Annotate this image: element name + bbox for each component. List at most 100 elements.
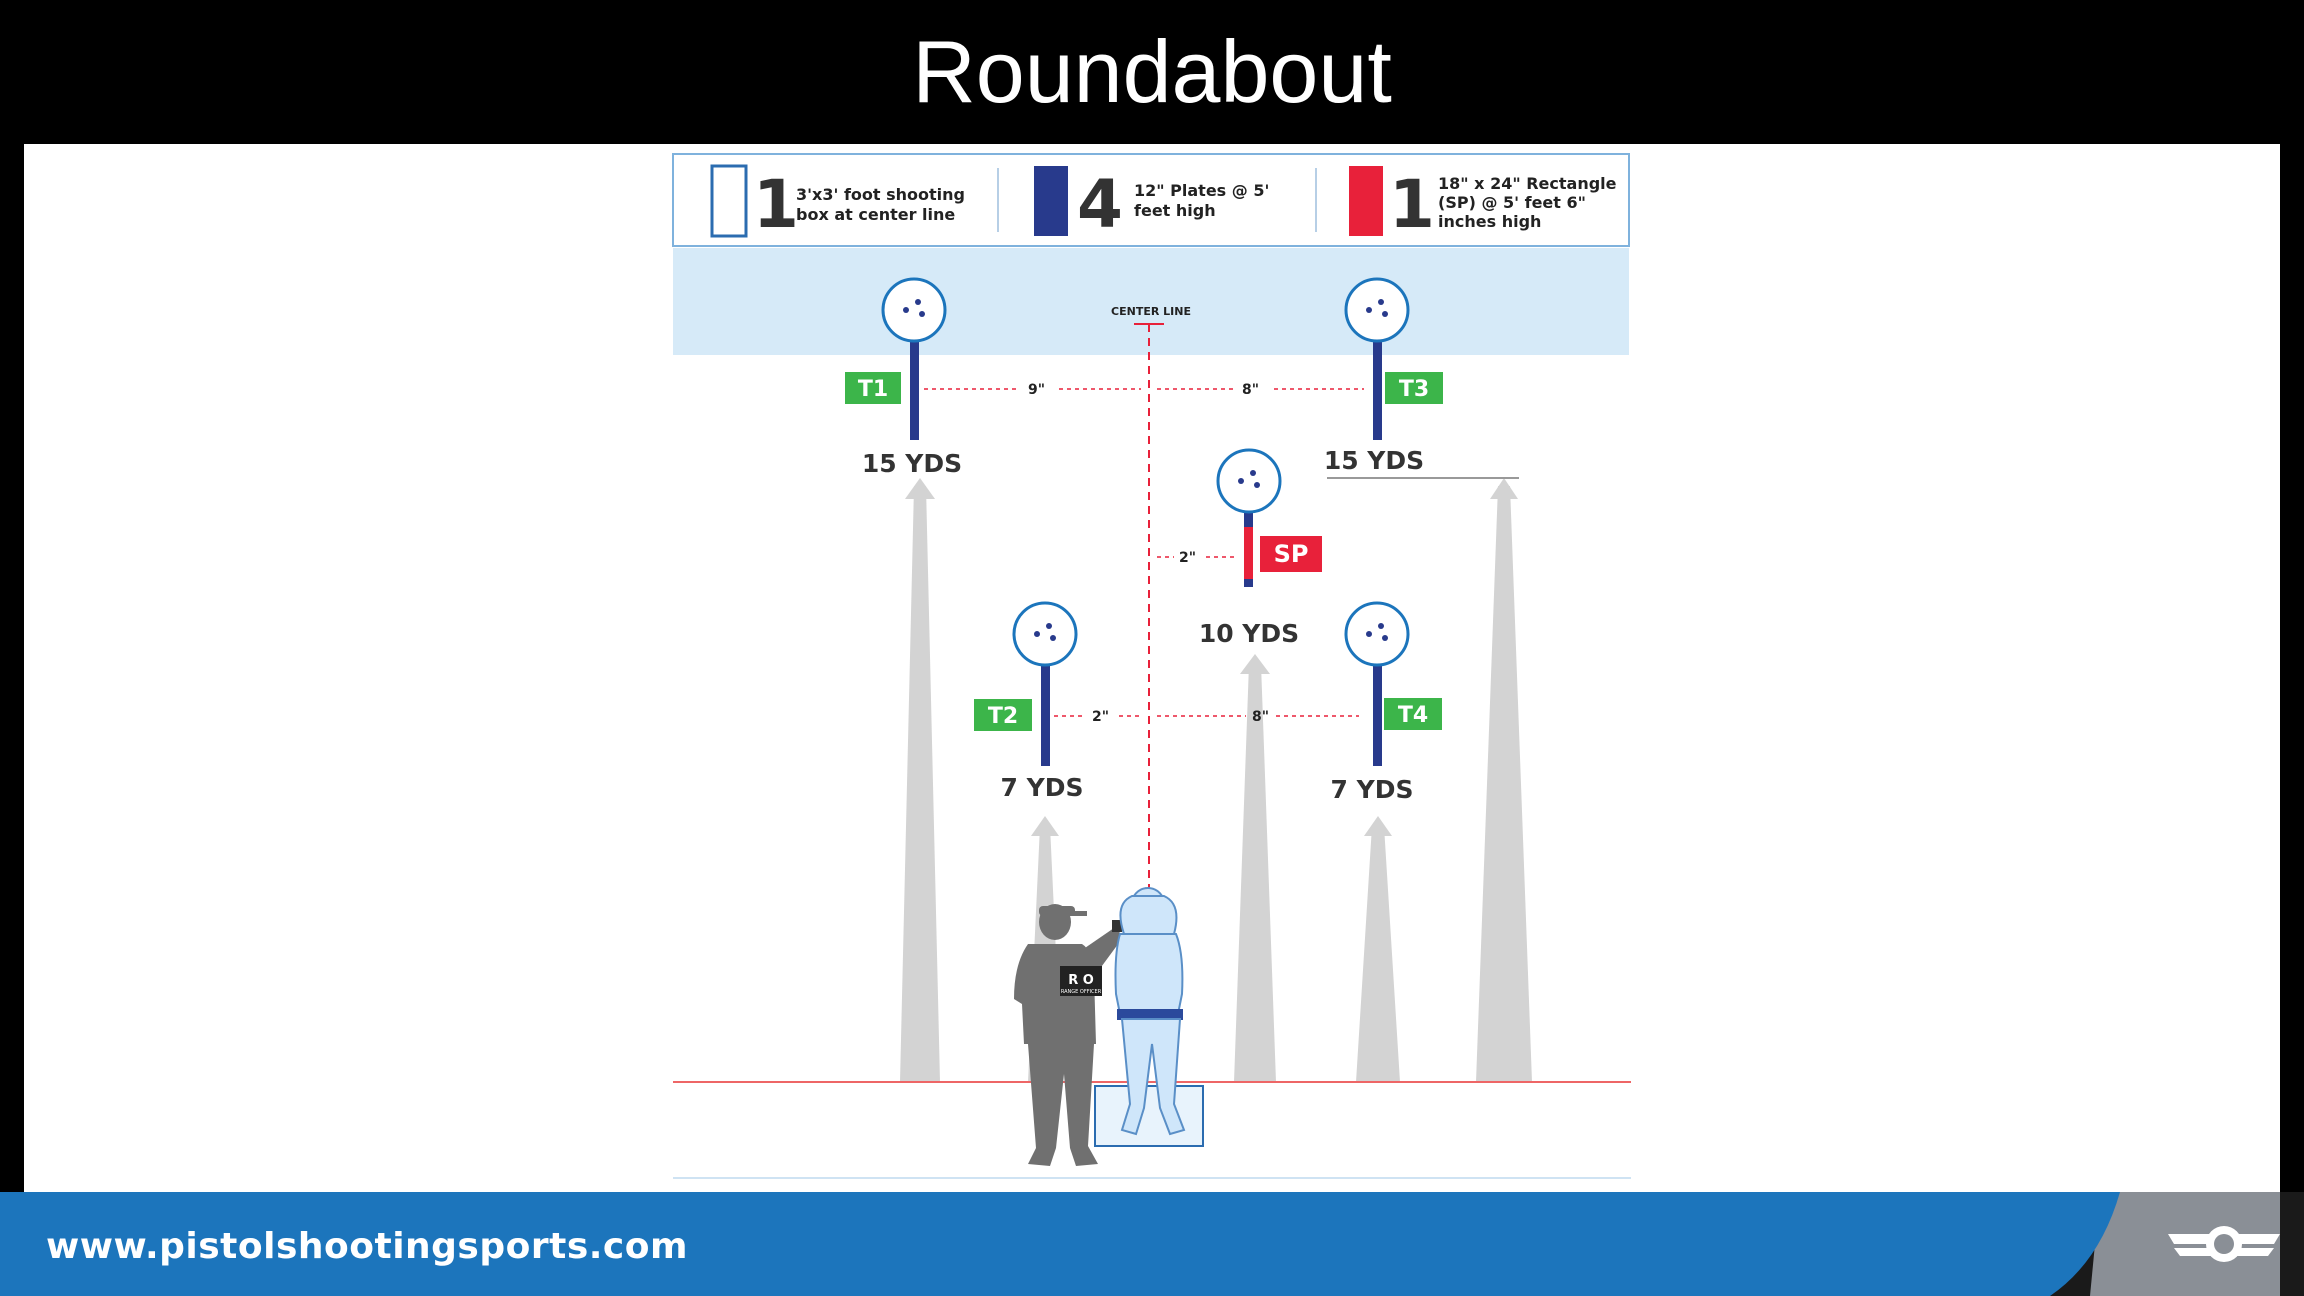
target-tag-label: T4 bbox=[1398, 703, 1428, 728]
arrow-t4-head bbox=[1364, 816, 1392, 836]
legend-count: 1 bbox=[1389, 166, 1435, 243]
legend-text: (SP) @ 5' feet 6" bbox=[1438, 193, 1586, 212]
plate-post bbox=[1373, 340, 1382, 440]
target-tag bbox=[974, 699, 1032, 731]
arrow-t4 bbox=[1356, 826, 1400, 1082]
plate-dot bbox=[919, 311, 925, 317]
arrow-right-head bbox=[1490, 478, 1518, 499]
target-tag-label: SP bbox=[1274, 540, 1309, 568]
sp-rectangle bbox=[1244, 527, 1253, 579]
ro-cap-brim bbox=[1069, 911, 1087, 916]
ro-badge-subtext: RANGE OFFICER bbox=[1061, 989, 1102, 995]
target-t3: T3 15 YDS bbox=[1324, 277, 1519, 479]
ro-badge-bg bbox=[1060, 966, 1102, 996]
plate-swatch bbox=[1034, 166, 1068, 236]
direction-arrows bbox=[900, 478, 1532, 1082]
center-line-label: CENTER LINE bbox=[1111, 305, 1191, 318]
rectangle-post-top bbox=[1244, 507, 1253, 527]
target-t1: T1 15 YDS bbox=[845, 277, 962, 478]
legend-count: 4 bbox=[1077, 166, 1123, 243]
spacing-label: 9" bbox=[1028, 382, 1045, 398]
legend-text: feet high bbox=[1134, 201, 1216, 220]
legend-text: 3'x3' foot shooting bbox=[796, 185, 965, 204]
footer-band bbox=[0, 1192, 2304, 1296]
steel-plate bbox=[1216, 448, 1282, 514]
rectangle-post-bottom bbox=[1244, 579, 1253, 587]
page-title: Roundabout bbox=[912, 22, 1392, 121]
spacing-label: 2" bbox=[1179, 550, 1196, 566]
shooter-legs bbox=[1120, 1018, 1186, 1136]
ro-badge-text: R O bbox=[1068, 973, 1094, 988]
footer-logo bbox=[2168, 1226, 2280, 1262]
arrow-sp bbox=[1234, 664, 1276, 1082]
legend-box bbox=[672, 153, 1630, 247]
distance-label: 15 YDS bbox=[1324, 446, 1424, 475]
target-tag-label: T1 bbox=[858, 377, 888, 402]
plate-dot bbox=[903, 307, 909, 313]
plate-dot bbox=[1378, 623, 1384, 629]
spacing-label: 2" bbox=[1092, 709, 1109, 725]
target-tag-label: T2 bbox=[988, 704, 1018, 729]
ro-legs bbox=[1028, 1044, 1098, 1166]
target-sp: SP 10 YDS bbox=[1199, 448, 1322, 648]
legend-text: 12" Plates @ 5' bbox=[1134, 181, 1269, 200]
target-tag-label: T3 bbox=[1399, 377, 1429, 402]
shooter-belt bbox=[1117, 1009, 1183, 1020]
arrow-t1 bbox=[900, 486, 940, 1082]
logo-wing-left bbox=[2168, 1234, 2212, 1256]
arrow-right bbox=[1476, 486, 1532, 1082]
plate-post bbox=[1373, 664, 1382, 766]
plate-dot bbox=[1378, 299, 1384, 305]
distance-label: 15 YDS bbox=[862, 449, 962, 478]
plate-dot bbox=[1382, 311, 1388, 317]
plate-dot bbox=[1050, 635, 1056, 641]
range-diagram: 1 3'x3' foot shooting box at center line… bbox=[672, 153, 1631, 1179]
target-tag bbox=[1385, 372, 1443, 404]
shooter-figure bbox=[1114, 887, 1186, 1136]
spacing-label: 8" bbox=[1242, 382, 1259, 398]
plate-dot bbox=[1366, 307, 1372, 313]
legend-text: inches high bbox=[1438, 212, 1541, 231]
legend-text: 18" x 24" Rectangle bbox=[1438, 174, 1617, 193]
footer-blue-panel bbox=[0, 1192, 2120, 1296]
steel-plate bbox=[881, 277, 947, 343]
shooting-box-swatch bbox=[710, 164, 748, 238]
legend-count: 1 bbox=[753, 166, 799, 243]
plate-dot bbox=[1382, 635, 1388, 641]
spacing-label: 8" bbox=[1252, 709, 1269, 725]
ro-arm-raised bbox=[1082, 928, 1124, 974]
logo-center-inner bbox=[2214, 1234, 2234, 1254]
plate-post bbox=[910, 340, 919, 440]
plate-dot bbox=[1254, 482, 1260, 488]
arrow-t1-head bbox=[905, 478, 935, 499]
target-tag bbox=[1260, 536, 1322, 572]
logo-wing-right bbox=[2236, 1234, 2280, 1256]
shooter-arms bbox=[1119, 895, 1178, 935]
target-tag bbox=[1384, 698, 1442, 730]
plate-dot bbox=[1034, 631, 1040, 637]
plate-dot bbox=[1366, 631, 1372, 637]
ro-timer bbox=[1112, 920, 1122, 932]
ro-cap bbox=[1039, 906, 1075, 916]
footer-url[interactable]: www.pistolshootingsports.com bbox=[46, 1226, 689, 1267]
arrow-sp-head bbox=[1240, 654, 1270, 674]
rectangle-swatch bbox=[1349, 166, 1383, 236]
range-officer-figure: R O RANGE OFFICER bbox=[1014, 904, 1124, 1166]
legend-text: box at center line bbox=[796, 205, 955, 224]
sky-band bbox=[673, 250, 1629, 355]
plate-dot bbox=[1238, 478, 1244, 484]
target-tag bbox=[845, 372, 901, 404]
diagram-stage: 1 3'x3' foot shooting box at center line… bbox=[24, 144, 2280, 1192]
steel-plate bbox=[1012, 601, 1078, 667]
plate-dot bbox=[1046, 623, 1052, 629]
distance-label: 10 YDS bbox=[1199, 619, 1299, 648]
steel-plate bbox=[1344, 601, 1410, 667]
distance-label: 7 YDS bbox=[1001, 773, 1084, 802]
sky-band-top bbox=[673, 248, 1629, 256]
steel-plate bbox=[1344, 277, 1410, 343]
target-t4: T4 7 YDS bbox=[1331, 601, 1442, 804]
shooting-box bbox=[1094, 1085, 1204, 1147]
plate-dot bbox=[915, 299, 921, 305]
plate-dot bbox=[1250, 470, 1256, 476]
distance-label: 7 YDS bbox=[1331, 775, 1414, 804]
